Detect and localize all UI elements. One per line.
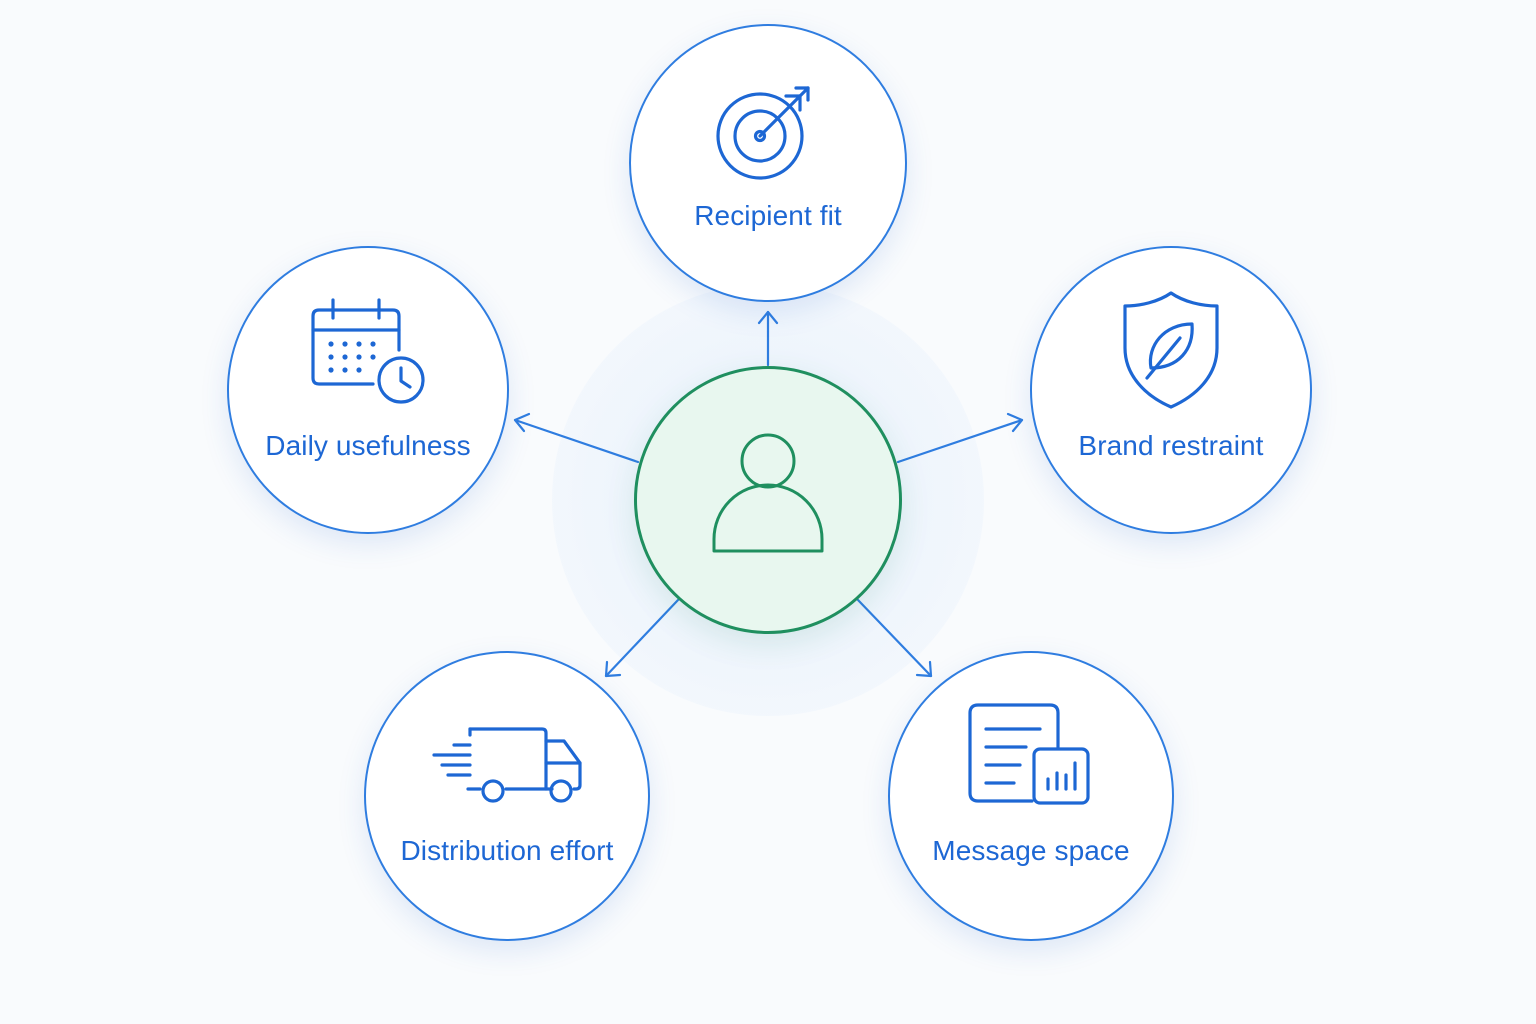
node-recipient-fit: Recipient fit [629,24,907,302]
node-distribution-effort: Distribution effort [364,651,650,941]
node-daily-usefulness: Daily usefulness [227,246,509,534]
arrow-to-daily-usefulness [513,412,640,464]
shield-leaf-icon [1123,291,1219,409]
arrow-to-message-space [856,598,933,678]
document-chart-icon [968,703,1090,805]
arrow-to-distribution-effort [604,598,680,678]
center-person-node [634,366,902,634]
node-label-brand-restraint: Brand restraint [1078,430,1264,461]
node-label-distribution-effort: Distribution effort [400,835,614,866]
node-label-daily-usefulness: Daily usefulness [265,430,471,461]
node-label-recipient-fit: Recipient fit [694,200,842,231]
arrow-to-brand-restraint [896,412,1024,464]
target-arrow-icon [716,86,810,180]
delivery-truck-icon [432,727,582,803]
arrow-to-recipient-fit [757,310,779,367]
node-brand-restraint: Brand restraint [1030,246,1312,534]
node-message-space: Message space [888,651,1174,941]
node-label-message-space: Message space [932,835,1130,866]
calendar-clock-icon [311,298,425,404]
person-icon [712,433,824,553]
